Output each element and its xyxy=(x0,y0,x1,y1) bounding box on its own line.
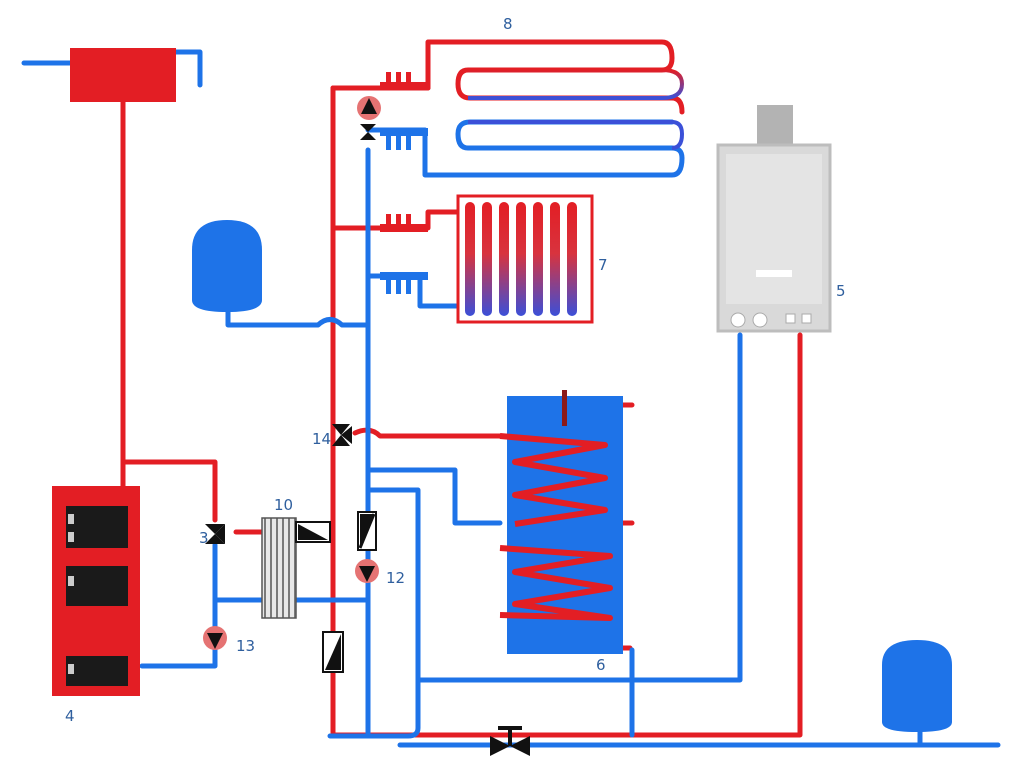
three-way-valve-icon xyxy=(332,424,352,446)
expansion-vessel-icon xyxy=(192,220,262,312)
radiator-icon xyxy=(456,194,594,324)
underfloor-heating-coil-icon xyxy=(468,68,685,150)
pipe-header-overflow xyxy=(173,49,203,88)
label-14: 14 xyxy=(312,430,331,448)
pipe-expansion-vessel xyxy=(225,279,371,328)
label-4: 4 xyxy=(65,707,75,725)
header-tank-icon xyxy=(70,48,176,102)
floor-loop-hot xyxy=(425,39,685,115)
circulation-pump-icon xyxy=(355,559,379,583)
check-valve-icon xyxy=(322,631,344,673)
label-12: 12 xyxy=(386,569,405,587)
pipe-to-tank-lower xyxy=(365,467,503,526)
label-6: 6 xyxy=(596,656,606,674)
pipe-radiator-return xyxy=(365,273,463,309)
circulation-pump-icon xyxy=(357,96,381,120)
label-10: 10 xyxy=(274,496,293,514)
circulation-pump-icon xyxy=(203,626,227,650)
pipe-hx-cold-in xyxy=(212,542,265,603)
shutoff-valve-icon xyxy=(490,726,530,756)
pipe-pump13-loop xyxy=(139,597,218,669)
solid-fuel-boiler-icon xyxy=(52,486,140,696)
floor-manifold xyxy=(380,72,428,150)
radiator-manifold xyxy=(380,214,428,294)
three-way-valve-icon xyxy=(360,124,376,140)
pipe-gas-boiler-cold xyxy=(415,332,743,683)
label-7: 7 xyxy=(598,256,608,274)
hot-water-cylinder-icon xyxy=(499,390,623,654)
label-5: 5 xyxy=(836,282,846,300)
check-valve-icon xyxy=(295,521,331,543)
check-valve-icon xyxy=(357,511,377,551)
plate-heat-exchanger-icon xyxy=(261,517,297,619)
pipe-cold-return-loop xyxy=(327,487,421,739)
pipe-to-tank-coil xyxy=(352,427,503,439)
expansion-vessel-icon xyxy=(882,640,952,732)
label-3: 3 xyxy=(199,529,209,547)
pipe-boiler-supply xyxy=(120,459,218,523)
three-way-valve-icon xyxy=(205,524,225,544)
label-8: 8 xyxy=(503,15,513,33)
wall-gas-boiler-icon xyxy=(716,105,832,333)
pipe-hot-return-main xyxy=(330,85,803,738)
label-13: 13 xyxy=(236,637,255,655)
